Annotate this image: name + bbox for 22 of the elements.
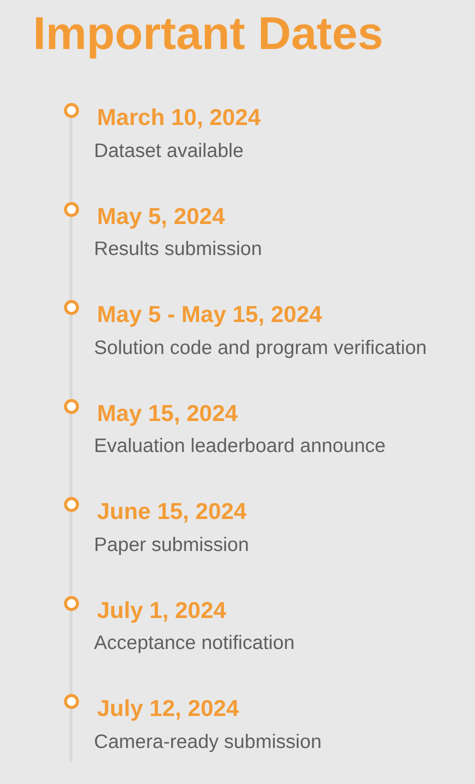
date-label: May 5 - May 15, 2024 [97, 303, 322, 326]
date-label: July 1, 2024 [97, 598, 226, 622]
event-description: Dataset available [94, 142, 244, 161]
page-title: Important Dates [33, 10, 384, 56]
date-label: July 12, 2024 [97, 697, 239, 720]
date-label: June 15, 2024 [97, 500, 247, 524]
timeline-marker [64, 596, 78, 610]
event-description: Solution code and program verification [94, 338, 427, 358]
event-description: Evaluation leaderboard announce [94, 437, 386, 456]
date-label: May 5, 2024 [97, 204, 225, 228]
date-label: May 15, 2024 [97, 402, 238, 425]
timeline-marker [64, 694, 78, 709]
timeline-marker [64, 300, 78, 315]
event-description: Paper submission [94, 536, 249, 555]
timeline-marker [64, 202, 78, 216]
timeline-marker [64, 398, 78, 414]
timeline-marker [64, 103, 78, 118]
event-description: Acceptance notification [94, 634, 295, 654]
event-description: Camera-ready submission [94, 732, 322, 752]
date-label: March 10, 2024 [97, 106, 261, 130]
timeline-marker [64, 497, 78, 512]
event-description: Results submission [94, 240, 262, 260]
